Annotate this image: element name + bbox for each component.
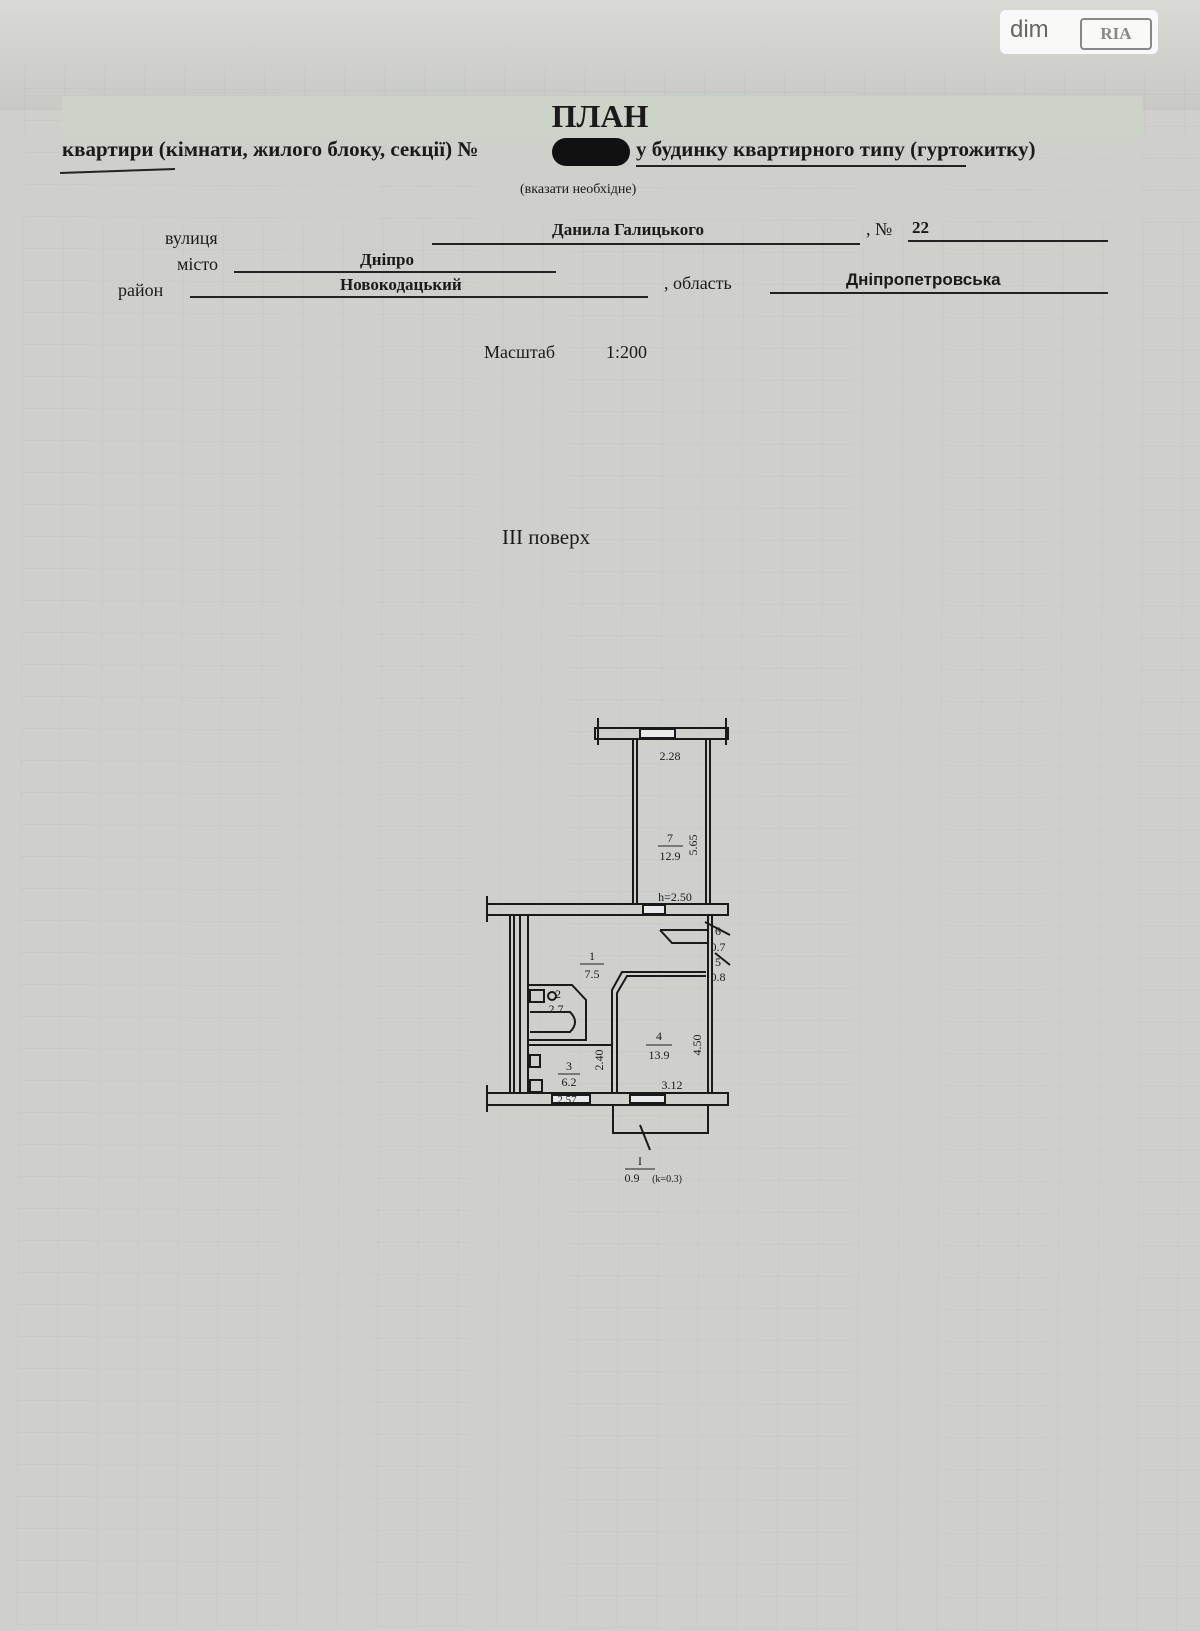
subtitle-left: квартири (кімнати, жилого блоку, секції)… — [62, 137, 479, 161]
room-3-num: 3 — [566, 1059, 572, 1073]
plan-labels: 2.28 7 12.9 5.65 h=2.50 1 7.5 2 2.7 3 6.… — [549, 749, 726, 1185]
street-label: вулиця — [165, 228, 218, 248]
city-value: Дніпро — [360, 250, 414, 269]
bathtub-icon — [530, 1011, 576, 1033]
number-line — [908, 240, 1108, 242]
room-5-num: 5 — [715, 955, 721, 969]
region-label: , область — [664, 273, 732, 293]
wall-r7-right — [705, 738, 711, 905]
dim-r4-width: 3.12 — [662, 1078, 683, 1092]
region-line — [770, 292, 1108, 294]
dim-r7-width: 2.28 — [660, 749, 681, 763]
dim-r3-length: 2.40 — [592, 1050, 606, 1071]
room-1-area: 7.5 — [585, 967, 600, 981]
dim-r4-length: 4.50 — [690, 1035, 704, 1056]
dim-r7-length: 5.65 — [686, 835, 700, 856]
scale-value: 1:200 — [606, 342, 648, 362]
wall-bottom — [486, 1092, 729, 1106]
dim-r3-width: 2.57 — [557, 1094, 577, 1106]
floor-label: III поверх — [502, 525, 591, 549]
window-r4 — [629, 1094, 666, 1104]
underline-building — [636, 165, 966, 167]
district-value: Новокодацький — [340, 275, 462, 294]
room-7-num: 7 — [667, 831, 673, 845]
watermark: dim RIA — [1000, 10, 1158, 54]
stove-icon — [529, 1079, 543, 1093]
partition-r4 — [611, 971, 706, 1093]
district-label: район — [118, 280, 164, 300]
note: (вказати необхідне) — [520, 182, 637, 197]
sink-icon — [547, 991, 557, 1001]
number-value: 22 — [912, 218, 929, 237]
subtitle-right: у будинку квартирного типу (гуртожитку) — [636, 137, 1036, 161]
region-value: Дніпропетровська — [846, 270, 1001, 289]
room-4-num: 4 — [656, 1029, 662, 1043]
room-6-area: 0.7 — [711, 940, 726, 954]
wall-r7-left — [632, 738, 638, 905]
watermark-brand: dim — [1010, 16, 1049, 43]
title-band — [62, 96, 1142, 136]
room-2-num: 2 — [555, 987, 561, 1001]
window-r3 — [551, 1094, 591, 1104]
page-title: ПЛАН — [551, 98, 649, 134]
district-line — [190, 296, 648, 298]
street-line — [432, 243, 860, 245]
room-7-area: 12.9 — [660, 849, 681, 863]
sink-kitchen-icon — [529, 1054, 541, 1068]
balcony-coef: (k=0.3) — [652, 1174, 682, 1185]
number-label: , № — [866, 219, 893, 239]
room-5-area: 0.8 — [711, 970, 726, 984]
bathroom-wall — [528, 984, 587, 1041]
window-top — [639, 728, 676, 739]
room-6-num: 6 — [715, 924, 721, 938]
scale-label: Масштаб — [484, 342, 556, 362]
redacted-number — [552, 138, 630, 166]
balcony-area: 0.9 — [625, 1171, 640, 1185]
room-4-area: 13.9 — [649, 1048, 670, 1062]
city-line — [234, 271, 556, 273]
street-value: Данила Галицького — [552, 220, 705, 239]
plan-walls — [486, 718, 731, 1151]
toilet-icon — [529, 989, 545, 1003]
room-3-area: 6.2 — [562, 1075, 577, 1089]
wall-left — [519, 914, 529, 1094]
room-2-area: 2.7 — [549, 1002, 564, 1016]
room-1-num: 1 — [589, 949, 595, 963]
wall-r4-right — [707, 914, 713, 1094]
ceiling-height: h=2.50 — [658, 890, 692, 904]
wall-middle — [486, 903, 729, 916]
city-label: місто — [177, 254, 219, 274]
watermark-logo: RIA — [1080, 18, 1152, 50]
balcony-num: I — [638, 1154, 642, 1168]
balcony — [612, 1105, 709, 1134]
